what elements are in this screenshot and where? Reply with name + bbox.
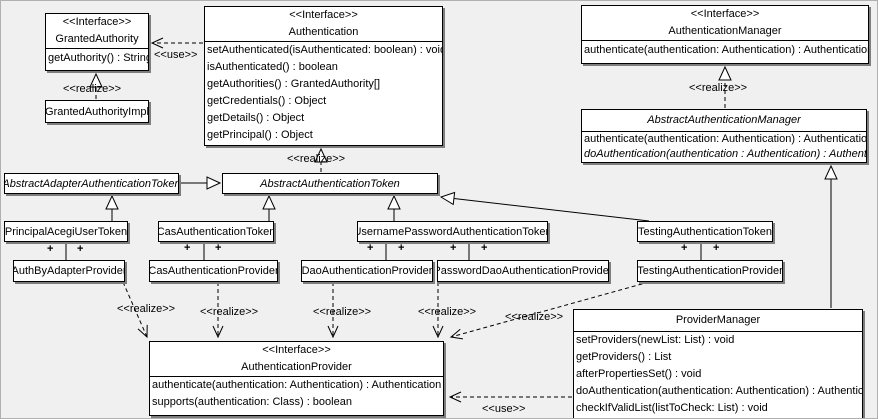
class-username-password-authentication-token[interactable]: UsernamePasswordAuthenticationToken: [357, 221, 548, 242]
stereotype: <<Interface>>: [262, 344, 331, 356]
class-granted-authority-impl[interactable]: GrantedAuthorityImpl: [45, 100, 149, 123]
association-end-plus: +: [681, 242, 688, 254]
association-end-plus: +: [450, 242, 457, 254]
method: getProviders() : List: [576, 351, 672, 363]
class-name: AuthenticationManager: [668, 25, 782, 37]
method: setProviders(newList: List) : void: [576, 334, 735, 346]
class-cas-authentication-token[interactable]: CasAuthenticationToken: [158, 221, 274, 242]
method: setAuthenticated(isAuthenticated: boolea…: [207, 44, 442, 56]
association-end-plus: +: [215, 242, 222, 254]
realize-label: <<realize>>: [117, 303, 176, 315]
method: getCredentials() : Object: [207, 95, 327, 107]
use-label: <<use>>: [482, 403, 526, 415]
realize-label: <<realize>>: [287, 153, 346, 165]
association-end-plus: +: [77, 243, 84, 255]
method: authenticate(authentication: Authenticat…: [584, 44, 868, 56]
realize-authbyadapter-provider: [122, 281, 148, 339]
class-name: GrantedAuthority: [55, 33, 139, 45]
class-name: UsernamePasswordAuthenticationToken: [357, 225, 548, 238]
class-name: CasAuthenticationProvider: [149, 265, 278, 277]
class-name: PasswordDaoAuthenticationProvider: [437, 265, 609, 277]
class-name: TestingAuthenticationToken: [638, 225, 772, 238]
method: authenticate(authentication: Authenticat…: [152, 379, 442, 391]
stereotype: <<Interface>>: [62, 16, 132, 28]
method: supports(authentication: Class) : boolea…: [152, 396, 352, 408]
class-name: TestingAuthenticationProvider: [637, 265, 783, 277]
realize-label: <<realize>>: [505, 311, 564, 323]
class-name: AuthenticationProvider: [241, 361, 352, 373]
class-authentication[interactable]: <<Interface>> Authentication setAuthenti…: [204, 6, 443, 146]
class-password-dao-authentication-provider[interactable]: PasswordDaoAuthenticationProvider: [437, 260, 609, 282]
class-principal-acegi-user-token[interactable]: PrincipalAcegiUserToken: [4, 221, 128, 242]
class-name: AbstractAuthenticationToken: [260, 177, 400, 190]
association-end-plus: +: [184, 242, 191, 254]
class-name: PrincipalAcegiUserToken: [4, 225, 128, 238]
method: doAuthentication(authentication : Authen…: [584, 148, 866, 160]
use-label: <<use>>: [154, 49, 198, 61]
realize-label: <<realize>>: [200, 306, 259, 318]
class-name: AuthByAdapterProvider: [13, 265, 125, 277]
method: doAuthentication(authentication: Authent…: [576, 385, 862, 397]
realize-label: <<realize>>: [63, 83, 122, 95]
class-cas-authentication-provider[interactable]: CasAuthenticationProvider: [149, 260, 278, 282]
method: getPrincipal() : Object: [207, 129, 313, 141]
method: authenticate(authentication: Authenticat…: [584, 133, 866, 145]
class-authentication-provider[interactable]: <<Interface>> AuthenticationProvider aut…: [149, 341, 444, 416]
association-end-plus: +: [398, 242, 405, 254]
class-authentication-manager[interactable]: <<Interface>> AuthenticationManager auth…: [581, 5, 869, 64]
method: afterPropertiesSet() : void: [576, 368, 702, 380]
association-end-plus: +: [481, 242, 488, 254]
class-granted-authority[interactable]: <<Interface>> GrantedAuthority getAuthor…: [45, 13, 149, 71]
stereotype: <<Interface>>: [289, 9, 358, 21]
class-abstract-adapter-authentication-token[interactable]: AbstractAdapterAuthenticationToken: [4, 173, 179, 194]
method: getAuthorities() : GrantedAuthority[]: [207, 78, 381, 90]
association-end-plus: +: [47, 243, 54, 255]
realize-label: <<realize>>: [418, 306, 477, 318]
realize-testing-provider: [449, 281, 650, 340]
class-name: CasAuthenticationToken: [158, 225, 274, 238]
class-auth-by-adapter-provider[interactable]: AuthByAdapterProvider: [13, 260, 125, 282]
class-name: GrantedAuthorityImpl: [45, 105, 149, 118]
class-name: DaoAuthenticationProvider: [301, 265, 433, 277]
class-name: ProviderManager: [675, 314, 761, 326]
realize-label: <<realize>>: [689, 82, 748, 94]
class-dao-authentication-provider[interactable]: DaoAuthenticationProvider: [301, 260, 433, 282]
stereotype: <<Interface>>: [690, 8, 760, 20]
class-provider-manager[interactable]: ProviderManager setProviders(newList: Li…: [573, 309, 863, 418]
class-name: AbstractAuthenticationManager: [647, 114, 801, 126]
method: getAuthority() : String: [48, 52, 148, 64]
class-name: AbstractAdapterAuthenticationToken: [4, 177, 179, 190]
association-end-plus: +: [713, 242, 720, 254]
method: checkIfValidList(listToCheck: List) : vo…: [576, 402, 768, 414]
method: isAuthenticated() : boolean: [207, 61, 338, 73]
generalization-testing-token-line: [439, 191, 650, 222]
method: getDetails() : Object: [207, 112, 305, 124]
class-abstract-authentication-token[interactable]: AbstractAuthenticationToken: [222, 173, 438, 194]
class-name: Authentication: [288, 26, 359, 38]
realize-label: <<realize>>: [313, 306, 372, 318]
class-testing-authentication-provider[interactable]: TestingAuthenticationProvider: [637, 260, 783, 282]
class-abstract-authentication-manager[interactable]: AbstractAuthenticationManager authentica…: [581, 109, 867, 163]
association-end-plus: +: [367, 242, 374, 254]
class-testing-authentication-token[interactable]: TestingAuthenticationToken: [637, 221, 773, 242]
